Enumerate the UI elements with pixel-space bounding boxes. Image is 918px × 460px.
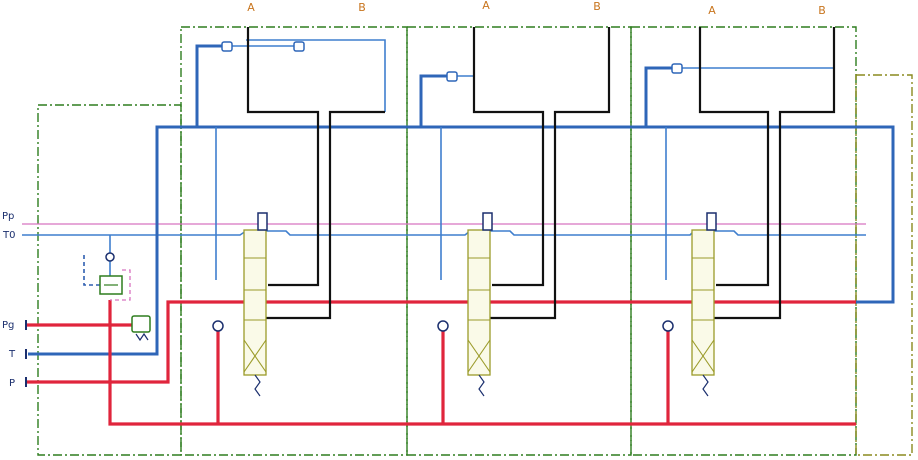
section-3-port-b-label: B — [818, 4, 826, 17]
spool-actuator-icon — [706, 212, 717, 231]
section-3-port-a-line[interactable] — [698, 27, 770, 287]
t0-port-label: T0 — [2, 230, 15, 241]
section-2-port-b-line[interactable] — [490, 27, 611, 320]
section-1-b-port-line — [246, 39, 386, 112]
relief-valve-icon — [131, 315, 151, 333]
section-2-port-a-line[interactable] — [472, 27, 545, 287]
check-valve-icon — [221, 41, 233, 52]
section-3-port-b-line[interactable] — [714, 27, 836, 320]
inlet-pilot-signal — [110, 269, 131, 301]
spring-icon — [478, 374, 485, 397]
check-valve-icon — [293, 41, 305, 52]
section-3-a-load-sense — [644, 66, 676, 127]
section-3-port-a-label: A — [708, 4, 716, 17]
section-1-port-b-line[interactable] — [266, 110, 385, 320]
directional-spool-icon — [243, 229, 267, 376]
section-2-port-b-label: B — [593, 0, 601, 13]
spring-icon — [135, 332, 149, 342]
shuttle-valve-icon — [662, 320, 674, 332]
section-2-port-a-label: A — [482, 0, 490, 12]
return-pressure-line[interactable] — [108, 300, 856, 426]
t-port-label: T — [8, 349, 16, 360]
check-valve-icon — [105, 252, 115, 262]
spring-icon — [254, 374, 261, 397]
p-port-label: P — [9, 378, 15, 389]
pp-port-label: Pp — [2, 211, 14, 222]
directional-spool-icon — [691, 229, 715, 376]
inlet-pilot-drain — [83, 255, 100, 286]
inlet-section-boundary — [37, 104, 182, 456]
pg-port-label: Pg — [2, 320, 14, 331]
tank-gallery-line[interactable] — [28, 125, 895, 356]
directional-spool-icon — [467, 229, 491, 376]
section-3-b-load-sense — [682, 27, 835, 69]
shuttle-valve-icon — [437, 320, 449, 332]
section-3-boundary — [630, 26, 857, 456]
check-valve-icon — [671, 63, 683, 74]
section-2-a-load-sense — [419, 74, 451, 127]
shuttle-valve-icon — [212, 320, 224, 332]
spool-actuator-icon — [482, 212, 493, 231]
spool-actuator-icon — [257, 212, 268, 231]
section-1-port-a-label: A — [247, 1, 255, 14]
section-1-port-b-label: B — [358, 1, 366, 14]
section-1-port-a-line[interactable] — [246, 27, 320, 287]
check-valve-icon — [446, 71, 458, 82]
end-cover-boundary — [855, 74, 913, 456]
spring-icon — [702, 374, 709, 397]
section-1-a-load-sense — [195, 44, 226, 127]
pump-pressure-line[interactable] — [26, 300, 856, 384]
section-1-boundary — [180, 26, 408, 456]
t0-drain-line — [22, 230, 866, 236]
